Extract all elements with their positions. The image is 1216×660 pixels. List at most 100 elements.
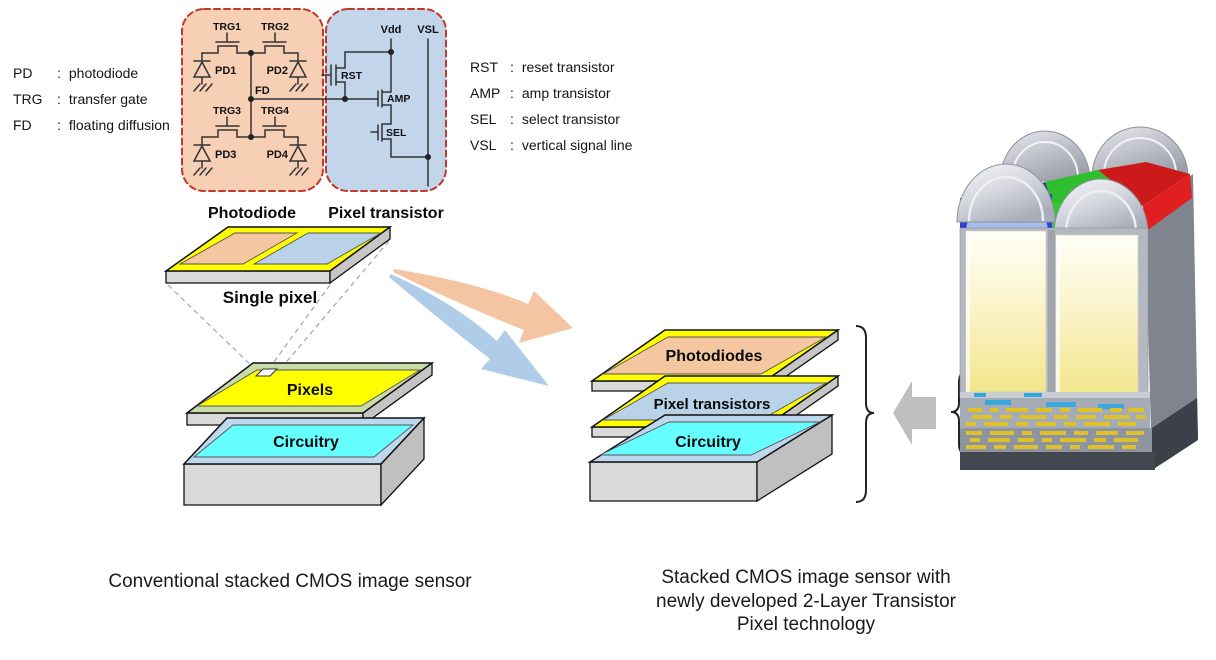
junction-dot — [425, 154, 431, 160]
legend-row-pd: PD: photodiode — [13, 60, 170, 86]
ground-icon — [289, 167, 309, 176]
photodiode-columns — [959, 227, 1149, 399]
legend-term: PD — [13, 65, 33, 81]
base-slab — [960, 452, 1155, 470]
sel-transistor — [370, 123, 383, 142]
metal-traces — [966, 431, 1144, 449]
legend-right: RST:reset transistor AMP:amp transistor … — [470, 54, 632, 158]
legend-term: RST — [470, 59, 498, 75]
pixel-circuit-schematic: TRG1 TRG2 TRG3 TRG4 PD1 PD2 PD3 PD4 FD V… — [181, 8, 447, 222]
ground-icon — [289, 83, 309, 92]
legend-row-trg: TRG: transfer gate — [13, 86, 170, 112]
legend-def: reset transistor — [521, 59, 615, 75]
contact-pad — [985, 400, 1011, 405]
legend-colon: : — [57, 117, 61, 133]
junction-dot — [342, 96, 348, 102]
legend-colon: : — [57, 65, 61, 81]
two-layer-sensor-diagram: Photodiodes Pixel transistors Circuitry — [587, 325, 875, 503]
microlens-dome-front-right — [1053, 178, 1149, 235]
photodiodes-label: Photodiodes — [666, 348, 763, 365]
pixels-layer: Pixels — [184, 361, 435, 427]
tile-pixel-transistor-area — [252, 232, 383, 265]
vdd-label: Vdd — [381, 24, 402, 36]
render-side-bottom — [1149, 398, 1198, 470]
stack-brace — [855, 325, 875, 503]
lens-highlight — [1064, 189, 1138, 234]
legend-def: amp transistor — [521, 85, 611, 101]
legend-row-vsl: VSL: vertical signal line — [470, 132, 632, 158]
render-brace — [950, 370, 970, 456]
lens-highlight — [1103, 137, 1177, 175]
tile-photodiode-area — [178, 232, 299, 265]
caption-new-line1: Stacked CMOS image sensor with — [661, 567, 951, 588]
pixel-transistor-wires — [321, 38, 429, 187]
trg4-label: TRG4 — [261, 105, 289, 117]
fd-label: FD — [255, 85, 270, 97]
legend-row-amp: AMP: amp transistor — [470, 80, 632, 106]
legend-colon: : — [510, 85, 514, 101]
legend-def: photodiode — [68, 65, 139, 81]
legend-def: select transistor — [521, 111, 620, 127]
junction-dots — [248, 49, 431, 160]
microlens-dome-front-left — [956, 163, 1056, 223]
conventional-sensor-diagram: Single pixel Pixels — [163, 225, 435, 507]
sensor-3d-render — [956, 126, 1198, 470]
light-column-right — [1055, 234, 1139, 395]
photodiode-split-arrow — [393, 269, 573, 343]
legend-row-rst: RST: reset transistor — [470, 54, 632, 80]
contact-pad — [1098, 404, 1124, 409]
legend-colon: : — [510, 111, 514, 127]
amp-transistor — [377, 89, 383, 108]
legend-term: VSL — [470, 137, 497, 153]
single-pixel-tile — [163, 225, 393, 285]
legend-term: FD — [13, 117, 32, 133]
pd2-label: PD2 — [267, 65, 288, 77]
pd3-photodiode — [192, 136, 213, 176]
pd2-photodiode — [288, 52, 309, 92]
lens-highlight — [967, 175, 1045, 222]
wiring-stack — [960, 392, 1155, 470]
pixel-transistor-region-box — [325, 8, 447, 192]
junction-dot — [388, 49, 394, 55]
trg2-label: TRG2 — [261, 21, 289, 33]
projection-dashed-lines — [167, 240, 390, 371]
junction-dot — [248, 50, 254, 56]
vsl-label: VSL — [417, 24, 439, 36]
microlens-dome-back-right — [1091, 126, 1189, 178]
legend-term: TRG — [13, 91, 43, 107]
legend-term: SEL — [470, 111, 497, 127]
caption-conventional: Conventional stacked CMOS image sensor — [108, 571, 472, 592]
trg1-label: TRG1 — [213, 21, 241, 33]
legend-term: AMP — [470, 85, 501, 101]
amp-label: AMP — [387, 93, 410, 105]
contact-pad — [1046, 402, 1076, 407]
color-filter-side-red — [1143, 174, 1192, 232]
pd3-label: PD3 — [215, 149, 236, 161]
single-pixel-label: Single pixel — [223, 288, 317, 307]
legend-colon: : — [57, 91, 61, 107]
legend-left: PD:photodiode TRG:transfer gate FD:float… — [13, 60, 170, 138]
pd4-label: PD4 — [267, 149, 289, 161]
junction-dot — [248, 134, 254, 140]
legend-def: transfer gate — [68, 91, 148, 107]
junction-dot — [248, 96, 254, 102]
color-filter-top-red — [1098, 162, 1190, 206]
caption-new-line3: Pixel technology — [736, 614, 876, 635]
legend-colon: : — [510, 59, 514, 75]
legend-colon: : — [510, 137, 514, 153]
light-column-left — [965, 230, 1047, 393]
caption-new-line2: newly developed 2-Layer Transistor — [656, 590, 956, 612]
legend-def: vertical signal line — [521, 137, 633, 153]
pd1-photodiode — [192, 52, 213, 92]
circuitry-layer-right: Circuitry — [587, 413, 835, 503]
column-divider — [1048, 230, 1055, 395]
contact-pad — [1024, 393, 1042, 397]
circuitry-layer-left: Circuitry — [182, 416, 426, 507]
pixel-transistor-box-label: Pixel transistor — [328, 205, 444, 222]
ground-icon — [193, 83, 213, 92]
comparison-arrow — [893, 381, 936, 445]
pd4-photodiode — [288, 136, 309, 176]
circuitry-label-right: Circuitry — [675, 434, 741, 451]
